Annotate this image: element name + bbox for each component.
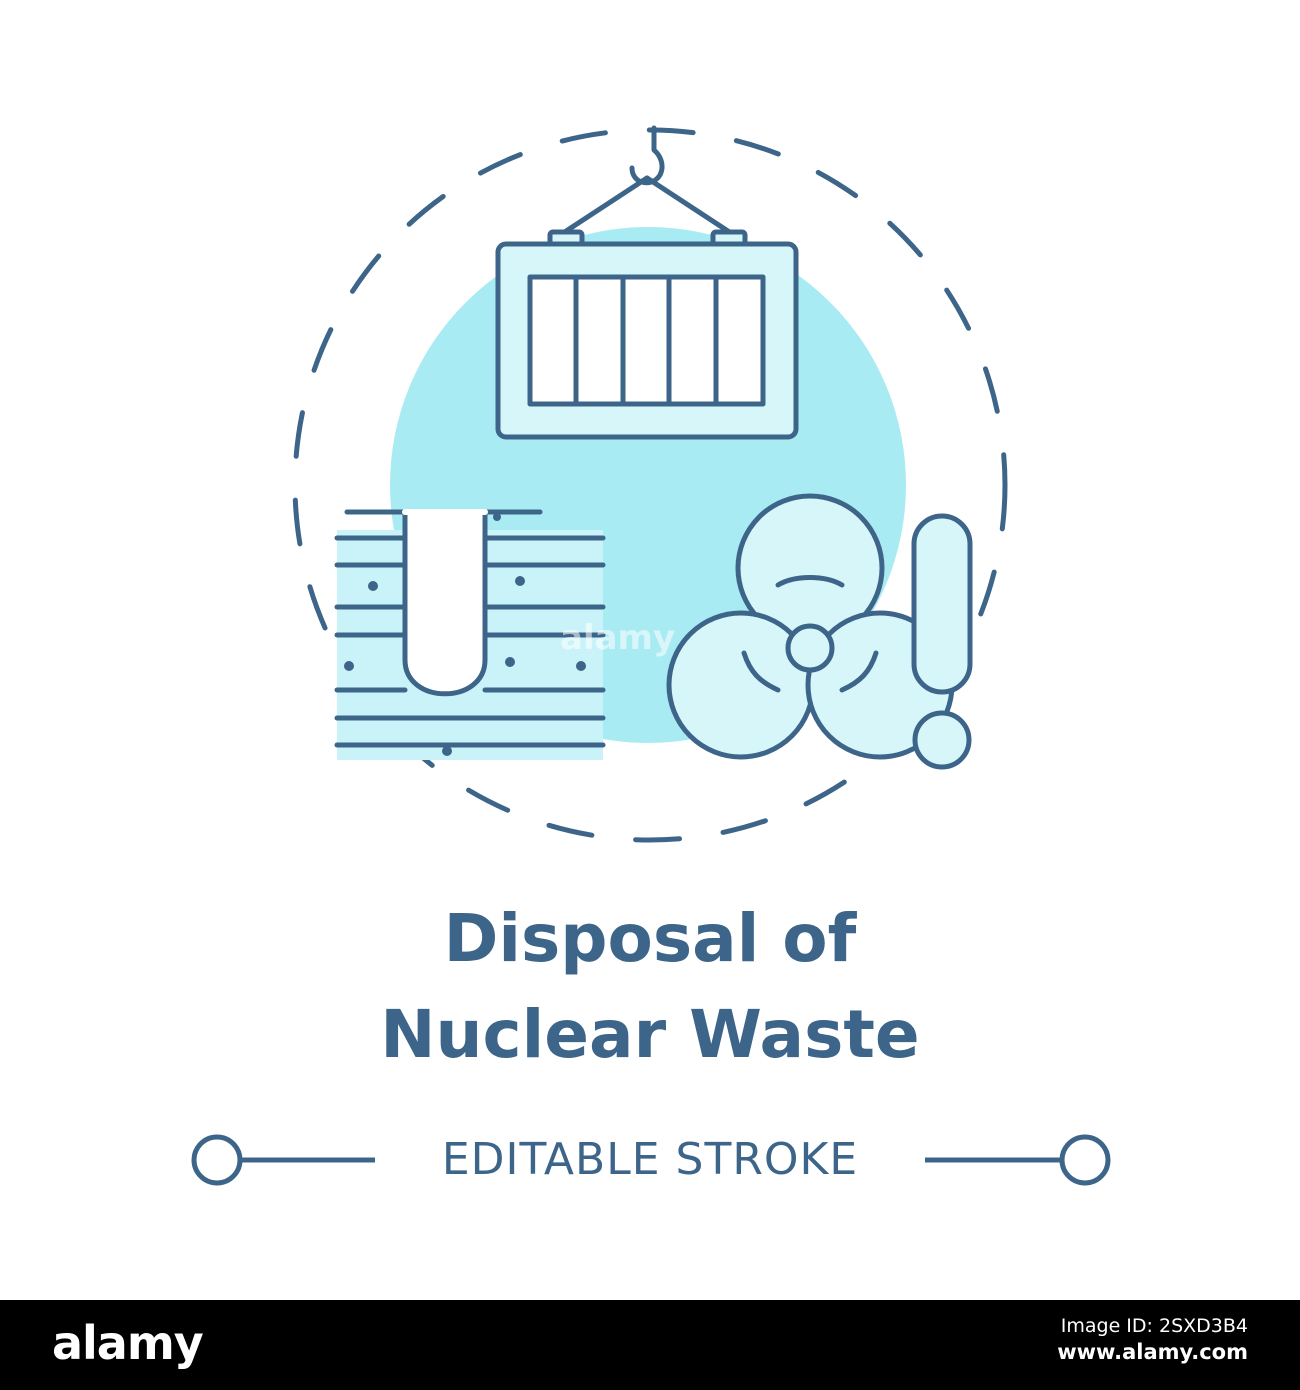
- footer-logo[interactable]: alamy: [52, 1316, 204, 1370]
- radiation-hazard-icon: [666, 493, 955, 760]
- subtitle-text: EDITABLE STROKE: [441, 1134, 859, 1185]
- title-line-2: Nuclear Waste: [380, 996, 920, 1073]
- footer-url-link[interactable]: www.alamy.com: [1057, 1339, 1248, 1364]
- image-id-text: Image ID: 2SXD3B4: [1060, 1315, 1248, 1337]
- subtitle-decoration: [191, 1134, 1111, 1186]
- nuclear-waste-illustration: [191, 125, 1111, 1186]
- right-node-circle: [1059, 1134, 1111, 1186]
- title-line-1: Disposal of: [443, 900, 857, 977]
- footer-bar: alamy Image ID: 2SXD3B4 www.alamy.com: [0, 1300, 1300, 1390]
- illustration-canvas: alamy Disposal of Nuclear Waste EDITABLE…: [0, 125, 1300, 1190]
- watermark: alamy: [560, 618, 676, 658]
- underground-capsule-icon: [334, 509, 606, 760]
- footer-info: Image ID: 2SXD3B4 www.alamy.com: [1057, 1314, 1248, 1366]
- dashed-ring: [292, 127, 1008, 843]
- exclamation-icon: [911, 513, 973, 770]
- crane-hook-icon: [554, 125, 740, 240]
- shipping-container-icon: [495, 229, 799, 440]
- subtitle-row: EDITABLE STROKE: [0, 1130, 1300, 1190]
